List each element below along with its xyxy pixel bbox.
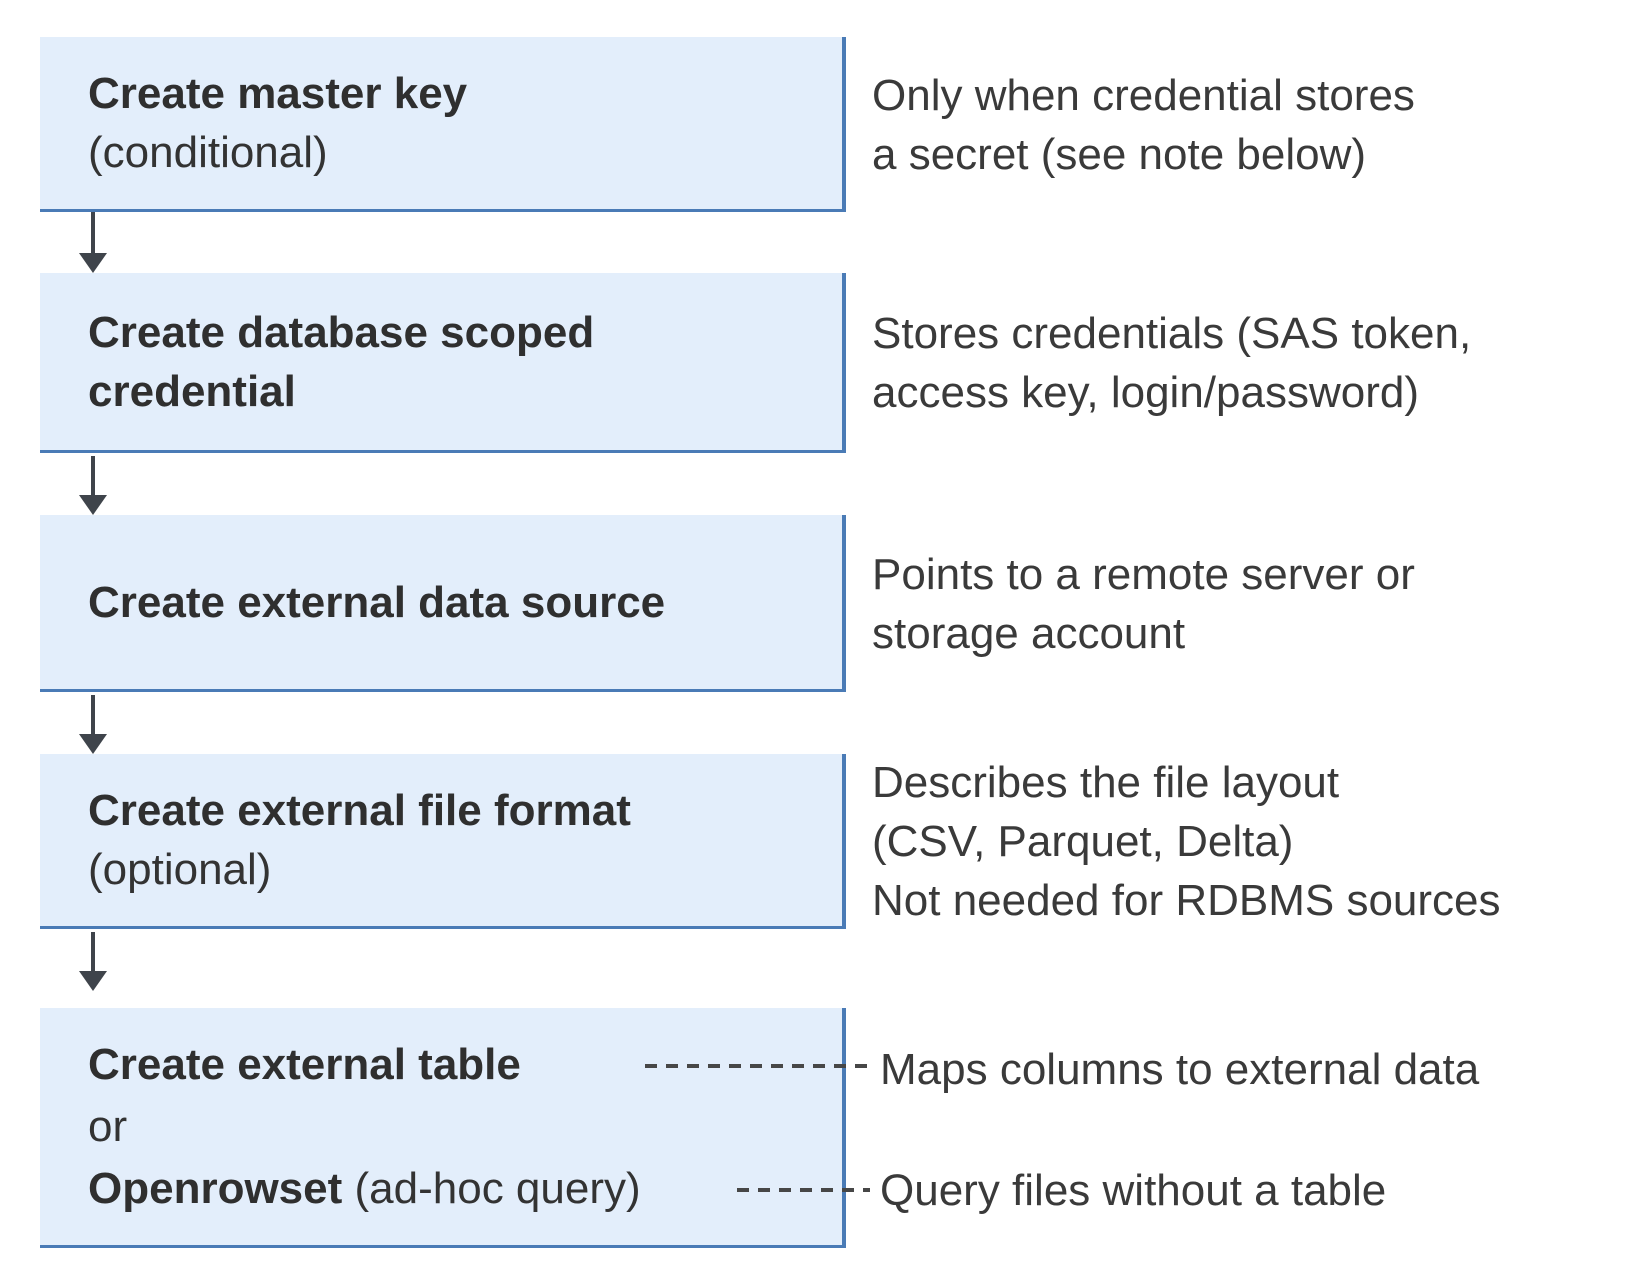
- step-box-create-master-key: Create master key (conditional): [40, 37, 846, 212]
- step-box-create-external-table-or-openrowset: Create external table or Openrowset (ad-…: [40, 1008, 846, 1248]
- adhoc-query-suffix: (ad-hoc query): [342, 1163, 641, 1213]
- step-subtitle: (conditional): [88, 128, 328, 177]
- dashed-connector-external-table: [645, 1064, 870, 1068]
- or-label: or: [88, 1101, 128, 1151]
- down-arrow-1: [79, 212, 107, 273]
- step-title: Create external table: [88, 1034, 818, 1096]
- step-subtitle: (optional): [88, 845, 272, 894]
- step-title: Create database scoped credential: [88, 307, 595, 416]
- note-openrowset: Query files without a table: [880, 1165, 1387, 1215]
- down-arrow-4: [79, 932, 107, 991]
- note-external-table: Maps columns to external data: [880, 1044, 1480, 1094]
- down-arrow-3: [79, 695, 107, 754]
- openrowset-line: Openrowset (ad-hoc query): [88, 1158, 818, 1220]
- step-box-create-external-data-source: Create external data source: [40, 515, 846, 692]
- step-box-create-external-file-format: Create external file format (optional): [40, 754, 846, 929]
- note-master-key: Only when credential stores a secret (se…: [872, 70, 1415, 179]
- note-data-source: Points to a remote server or storage acc…: [872, 549, 1415, 658]
- dashed-connector-openrowset: [737, 1188, 870, 1192]
- note-credential: Stores credentials (SAS token, access ke…: [872, 309, 1472, 417]
- step-title: Create external file format: [88, 786, 631, 835]
- step-box-create-database-scoped-credential: Create database scoped credential: [40, 273, 846, 453]
- note-file-format: Describes the file layout (CSV, Parquet,…: [872, 758, 1501, 925]
- openrowset-label: Openrowset: [88, 1163, 343, 1213]
- external-table-label: Create external table: [88, 1039, 521, 1089]
- down-arrow-2: [79, 456, 107, 515]
- step-title: Create external data source: [88, 577, 666, 627]
- step-title: Create master key: [88, 69, 468, 118]
